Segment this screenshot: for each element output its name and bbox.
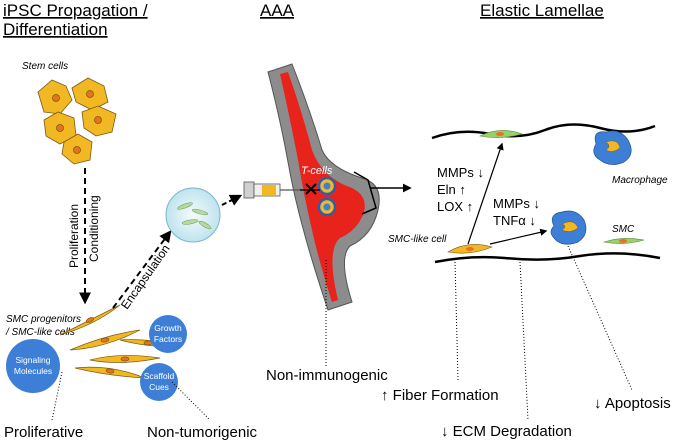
label-stem-cells: Stem cells [22, 61, 68, 72]
label-growth-1: Growth [154, 323, 182, 333]
smc-right [602, 238, 645, 244]
encapsulation-arrow [112, 230, 172, 309]
label-scaffold-2: Cues [149, 382, 169, 392]
label-tnfa-down: TNFα ↓ [493, 213, 536, 228]
encapsulation-dish [165, 187, 221, 243]
label-smc-progenitors-2: / SMC-like cells [5, 327, 75, 338]
leader-fiber-formation [454, 261, 459, 381]
label-eln-up: Eln ↑ [437, 182, 466, 197]
label-conditioning: Conditioning [87, 195, 101, 262]
smc-like-cell [447, 244, 493, 254]
label-lox-up: LOX ↑ [437, 199, 473, 214]
arrow-to-macrophage [489, 228, 548, 245]
label-encapsulation: Encapsulation [118, 242, 173, 312]
label-proliferation: Proliferation [67, 204, 81, 268]
smc-progenitor-cells [59, 304, 176, 379]
leader-ecm-degradation [519, 261, 529, 421]
label-t-cells: T-cells [301, 165, 333, 177]
macrophage-top [593, 130, 632, 165]
macrophage-lower [550, 210, 587, 245]
header-ipsc-line2: Differentiation [3, 20, 108, 39]
leader-proliferative [51, 371, 63, 421]
label-mmps-down-2: MMPs ↓ [493, 196, 540, 211]
leader-non-tumorigenic [171, 381, 211, 421]
label-mmps-down-1: MMPs ↓ [437, 165, 484, 180]
dish-to-syringe-arrow [221, 194, 243, 206]
label-smc-progenitors-1: SMC progenitors [6, 314, 81, 325]
header-aaa: AAA [260, 1, 295, 20]
growth-factors-bubble [149, 315, 187, 353]
arrow-to-smc-top [467, 142, 504, 245]
syringe [243, 181, 302, 199]
signaling-molecules-bubble [6, 339, 60, 393]
t-cells [317, 176, 337, 217]
label-ecm-degradation: ↓ ECM Degradation [441, 423, 572, 440]
label-growth-2: Factors [154, 334, 182, 344]
label-fiber-formation: ↑ Fiber Formation [381, 387, 499, 404]
label-signaling-1: Signaling [16, 355, 51, 365]
label-smc: SMC [612, 224, 635, 235]
label-signaling-2: Molecules [14, 366, 52, 376]
t-cell-block-mark [305, 183, 317, 195]
stem-cells-cluster [37, 77, 117, 165]
smc-top [479, 130, 523, 138]
label-non-immunogenic: Non-immunogenic [266, 367, 388, 384]
header-elastic-lamellae: Elastic Lamellae [480, 1, 604, 20]
scaffold-cues-bubble [140, 363, 178, 401]
lamella-bottom [434, 252, 661, 264]
header-ipsc-line1: iPSC Propagation / [3, 1, 148, 20]
label-macrophage: Macrophage [612, 175, 668, 186]
dish-cells [177, 202, 212, 230]
label-scaffold-1: Scaffold [144, 371, 175, 381]
label-proliferative: Proliferative [4, 424, 83, 440]
leader-apoptosis [567, 245, 633, 391]
zoom-box [353, 171, 377, 215]
lamella-top [431, 123, 656, 140]
label-smc-like-cell: SMC-like cell [388, 234, 447, 245]
label-apoptosis: ↓ Apoptosis [594, 395, 671, 412]
label-non-tumorigenic: Non-tumorigenic [147, 424, 258, 440]
